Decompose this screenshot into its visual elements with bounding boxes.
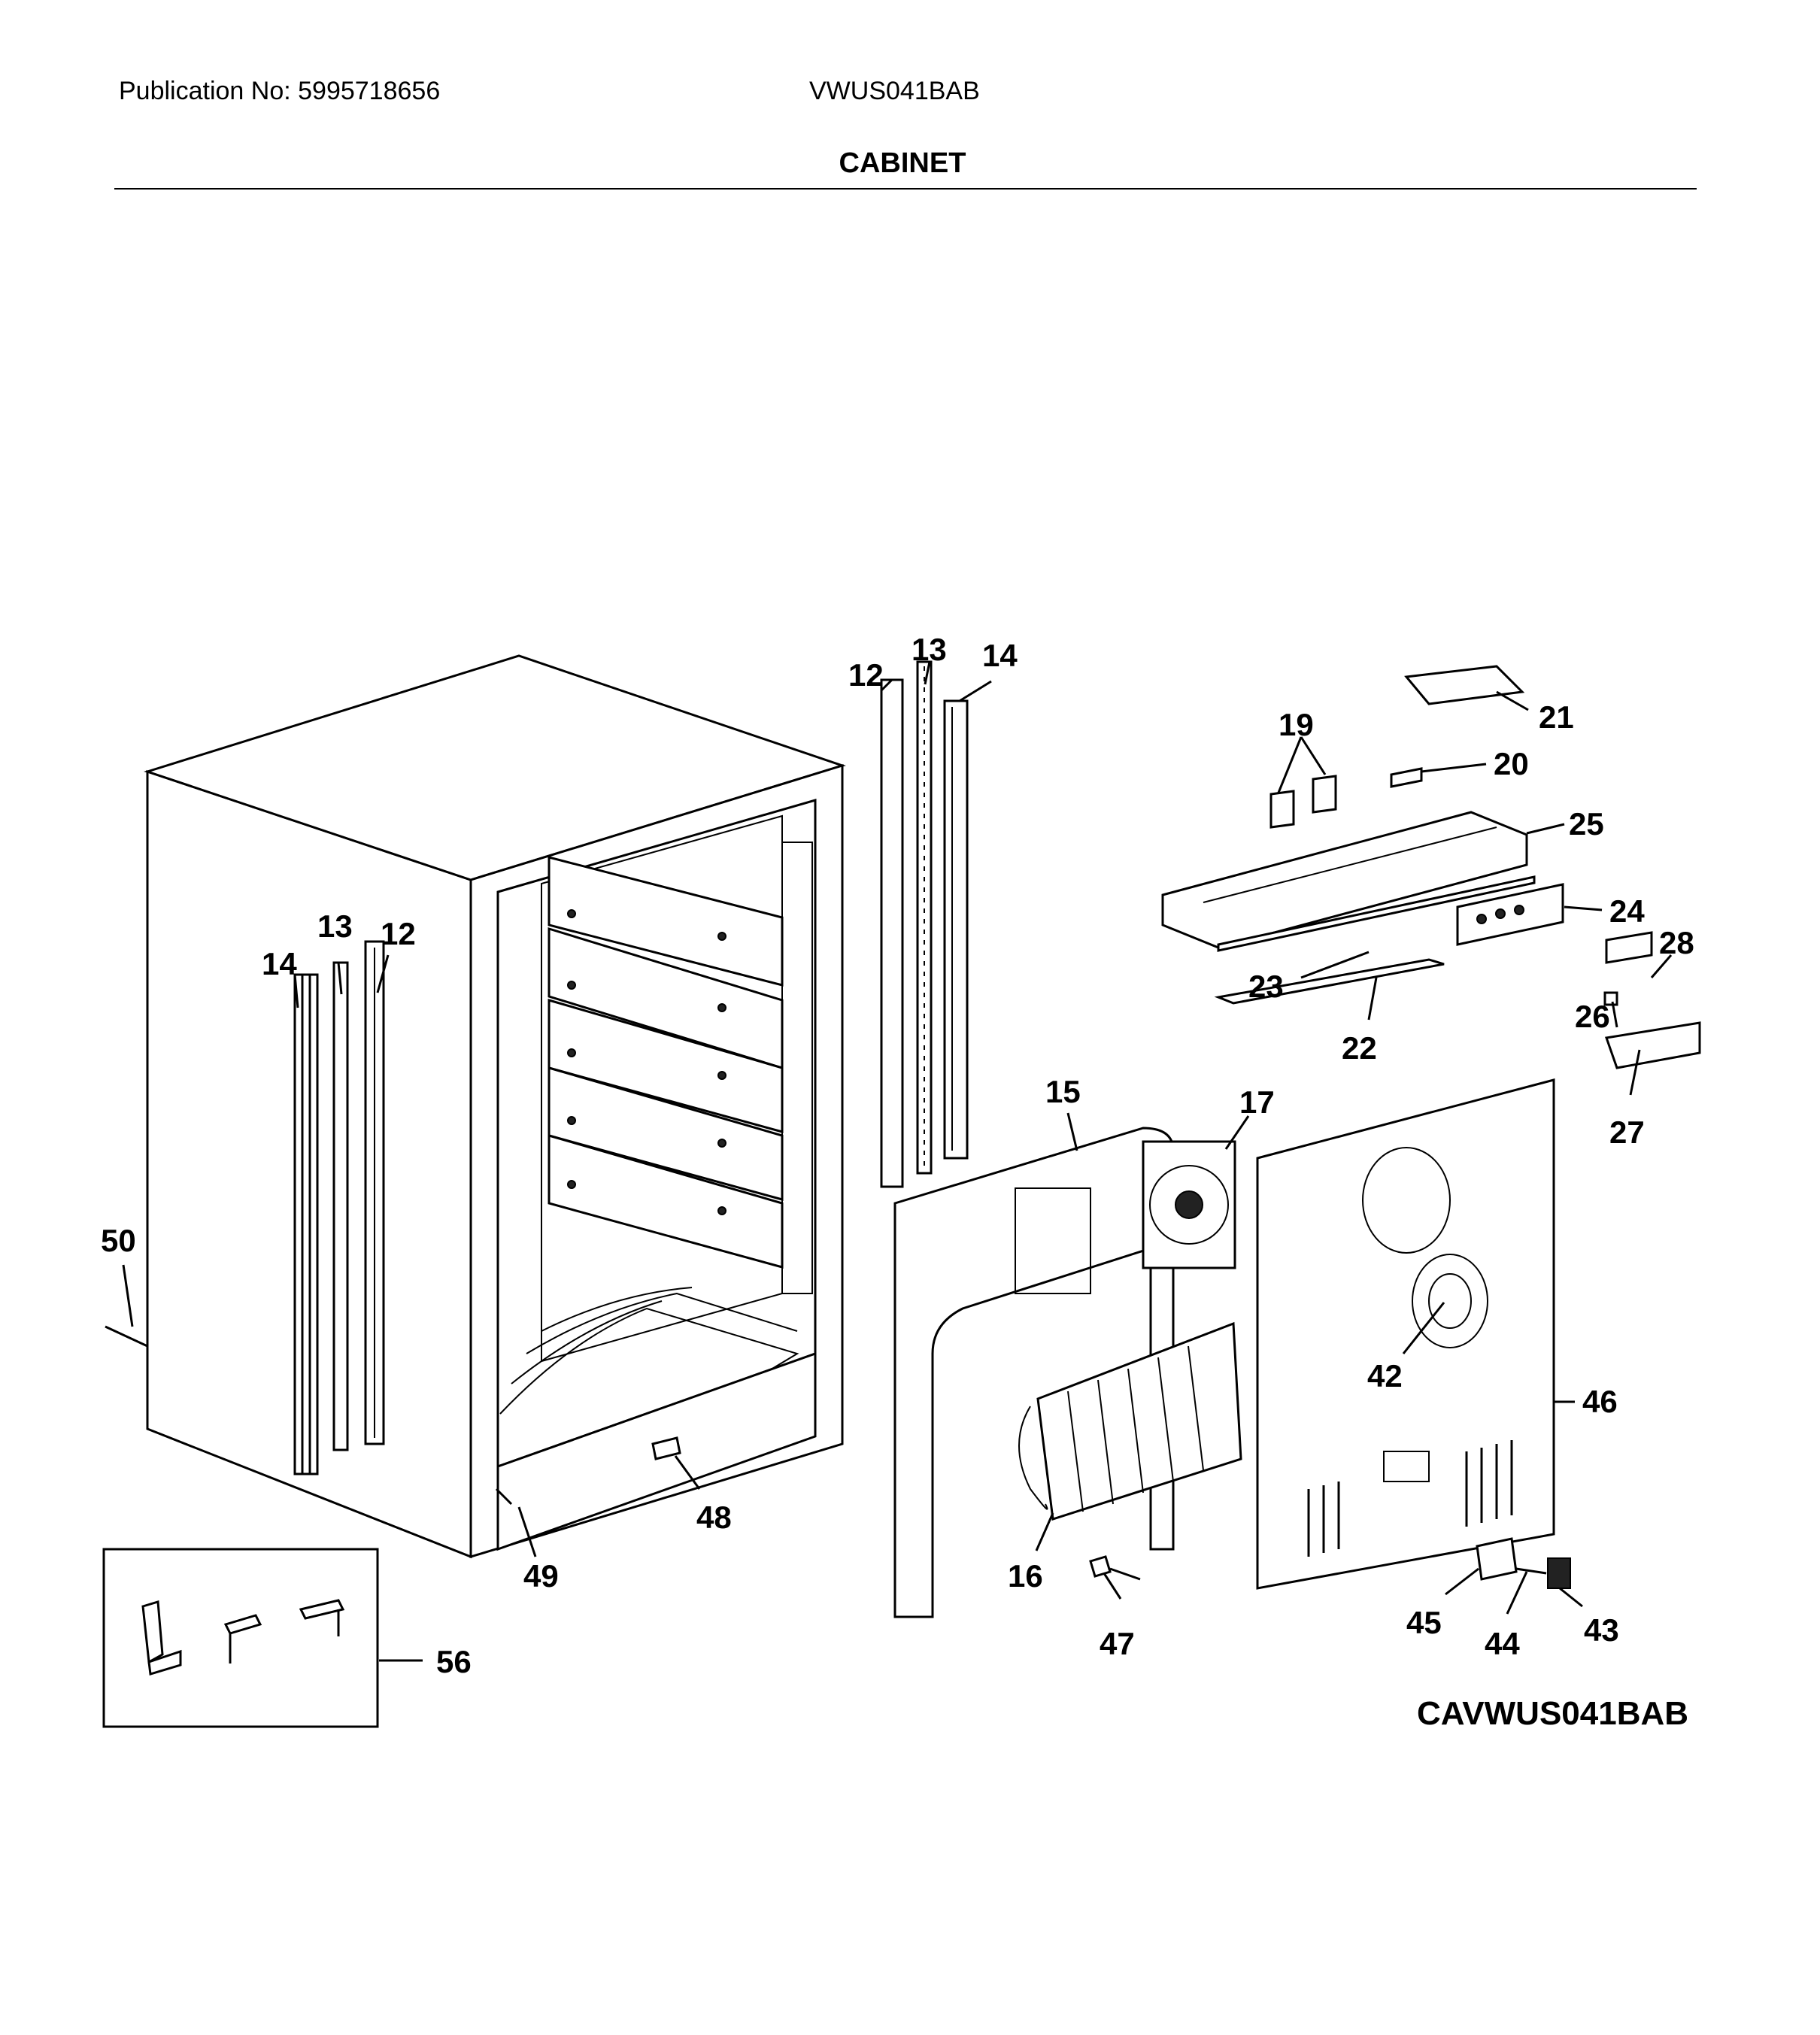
- callout-13-left: 13: [317, 908, 353, 944]
- cover-panel-15: [893, 1127, 1175, 1618]
- callout-27: 27: [1609, 1115, 1645, 1150]
- callout-15: 15: [1045, 1074, 1081, 1109]
- part-50: [105, 1325, 148, 1348]
- hinge-kit-56: [102, 1548, 379, 1728]
- part-49: [495, 1488, 513, 1506]
- callout-20: 20: [1494, 746, 1529, 781]
- leader-lines: [122, 661, 1673, 1662]
- callout-17: 17: [1239, 1084, 1275, 1120]
- brackets-19: [1269, 775, 1337, 829]
- section-title: CABINET: [839, 147, 966, 179]
- cover-28: [1605, 931, 1653, 964]
- condenser-16: [1018, 1321, 1242, 1521]
- callout-12-right: 12: [848, 657, 884, 693]
- callout-56: 56: [436, 1644, 472, 1679]
- callout-28: 28: [1659, 925, 1694, 960]
- diagram-code: CAVWUS041BAB: [1417, 1695, 1689, 1732]
- callout-25: 25: [1569, 806, 1604, 842]
- wine-racks: [548, 856, 784, 1269]
- control-board-24: [1456, 883, 1564, 946]
- callout-23: 23: [1248, 969, 1284, 1004]
- plate-21: [1404, 665, 1525, 705]
- callout-22: 22: [1342, 1030, 1377, 1066]
- vents: [1307, 1440, 1513, 1557]
- callout-43: 43: [1584, 1612, 1619, 1648]
- callout-14-right: 14: [982, 638, 1018, 673]
- strip-23: [1217, 875, 1536, 952]
- right-door-strips: [880, 660, 969, 1188]
- part-47: [1089, 1555, 1141, 1581]
- cabinet-body: [144, 654, 846, 1559]
- callout-16: 16: [1008, 1558, 1043, 1594]
- part-44: [1515, 1567, 1547, 1575]
- model-number: VWUS041BAB: [809, 77, 980, 105]
- callout-50: 50: [101, 1223, 136, 1258]
- callout-47: 47: [1100, 1626, 1135, 1661]
- callout-42: 42: [1367, 1358, 1403, 1394]
- clip-20: [1390, 767, 1423, 788]
- clips-26: [1603, 991, 1618, 1006]
- callout-46: 46: [1582, 1384, 1618, 1419]
- callout-44: 44: [1485, 1626, 1520, 1661]
- part-48: [651, 1436, 681, 1460]
- part-45: [1476, 1537, 1518, 1581]
- fan-17: [1142, 1140, 1236, 1269]
- left-door-strips: [293, 940, 385, 1475]
- callouts: 12 13 14 14 13 12 19 21 20 25 24 23 28 2…: [101, 632, 1694, 1679]
- callout-48: 48: [696, 1500, 732, 1535]
- callout-49: 49: [523, 1558, 559, 1594]
- back-panel-46: [1256, 1078, 1555, 1590]
- callout-26: 26: [1575, 999, 1610, 1034]
- publication-number: Publication No: 5995718656: [119, 77, 441, 105]
- control-housing-25: [1161, 811, 1528, 949]
- callout-14-left: 14: [262, 946, 297, 981]
- callout-21: 21: [1539, 699, 1574, 735]
- callout-24: 24: [1609, 893, 1645, 929]
- callout-19: 19: [1279, 707, 1314, 742]
- part-43: [1547, 1557, 1571, 1589]
- housing-27: [1604, 1021, 1701, 1069]
- callout-12-left: 12: [381, 916, 416, 951]
- header-rule: [114, 188, 1697, 190]
- callout-45: 45: [1406, 1605, 1442, 1640]
- callout-13-right: 13: [912, 632, 947, 667]
- trim-22: [1214, 958, 1445, 1005]
